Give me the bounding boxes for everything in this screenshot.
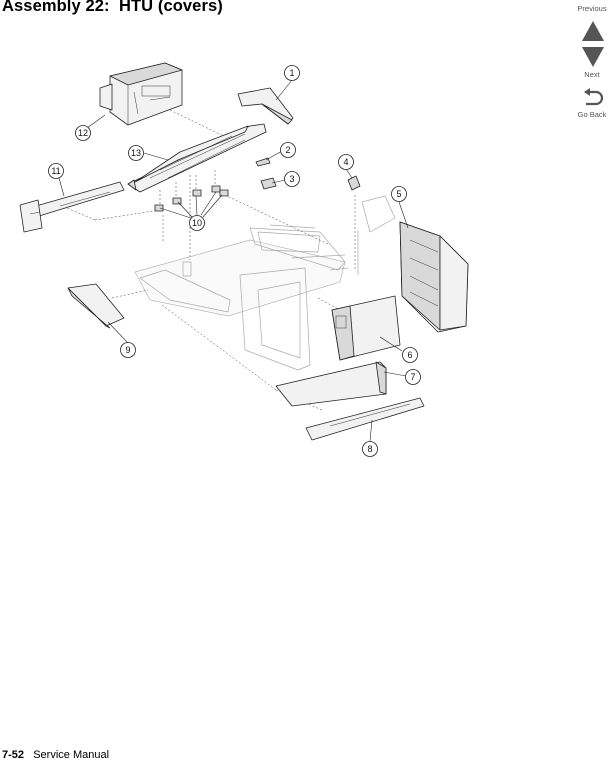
return-arrow-icon [584,88,604,106]
callout-12: 12 [75,125,91,141]
callout-5: 5 [391,186,407,202]
part-1-cover [237,87,294,125]
part-13-top-frame [127,123,267,193]
callout-7: 7 [405,369,421,385]
part-11-rail [19,181,125,233]
part-3-bracket [260,177,277,190]
next-button[interactable] [581,46,605,68]
callout-2: 2 [280,142,296,158]
part-12-rear-cover [99,62,183,126]
callout-8: 8 [362,441,378,457]
callout-11: 11 [48,163,64,179]
svg-text:10: 10 [192,218,202,228]
triangle-up-icon [582,21,604,41]
part-8-bottom-rail [305,397,425,441]
svg-text:8: 8 [367,444,372,454]
go-back-label: Go Back [577,110,607,119]
svg-text:1: 1 [289,68,294,78]
callout-13: 13 [128,145,144,161]
callout-10: 10 [189,215,205,231]
part-10-clips [154,170,229,212]
manual-name: Service Manual [33,749,110,761]
previous-label: Previous [577,4,607,13]
svg-text:6: 6 [407,350,412,360]
callout-4: 4 [338,154,354,170]
part-6-front-cover [331,295,401,361]
svg-text:2: 2 [285,145,290,155]
svg-text:9: 9 [125,345,130,355]
callout-3: 3 [284,171,300,187]
part-4-block [347,175,361,191]
svg-text:3: 3 [289,174,294,184]
page-title: Assembly 22: HTU (covers) [2,0,223,15]
part-9-panel [67,283,125,329]
previous-button[interactable] [581,20,605,42]
part-7-lower-cover [275,361,387,407]
svg-text:4: 4 [343,157,348,167]
callout-1: 1 [284,65,300,81]
htu-frame [134,195,396,371]
callout-6: 6 [402,347,418,363]
svg-text:7: 7 [410,372,415,382]
next-label: Next [584,70,600,79]
svg-text:13: 13 [131,148,141,158]
svg-text:5: 5 [396,189,401,199]
svg-text:11: 11 [51,166,60,176]
page-footer: 7-52 Service Manual [2,749,109,761]
triangle-down-icon [582,47,604,67]
svg-text:12: 12 [78,128,88,138]
exploded-parts-diagram: 1 2 3 4 5 6 7 8 9 10 11 12 13 [19,62,469,457]
page-number: 7-52 [2,749,25,761]
leader-lines [58,79,409,442]
part-5-side-cover [399,221,469,333]
go-back-button[interactable] [582,88,604,108]
callout-9: 9 [120,342,136,358]
